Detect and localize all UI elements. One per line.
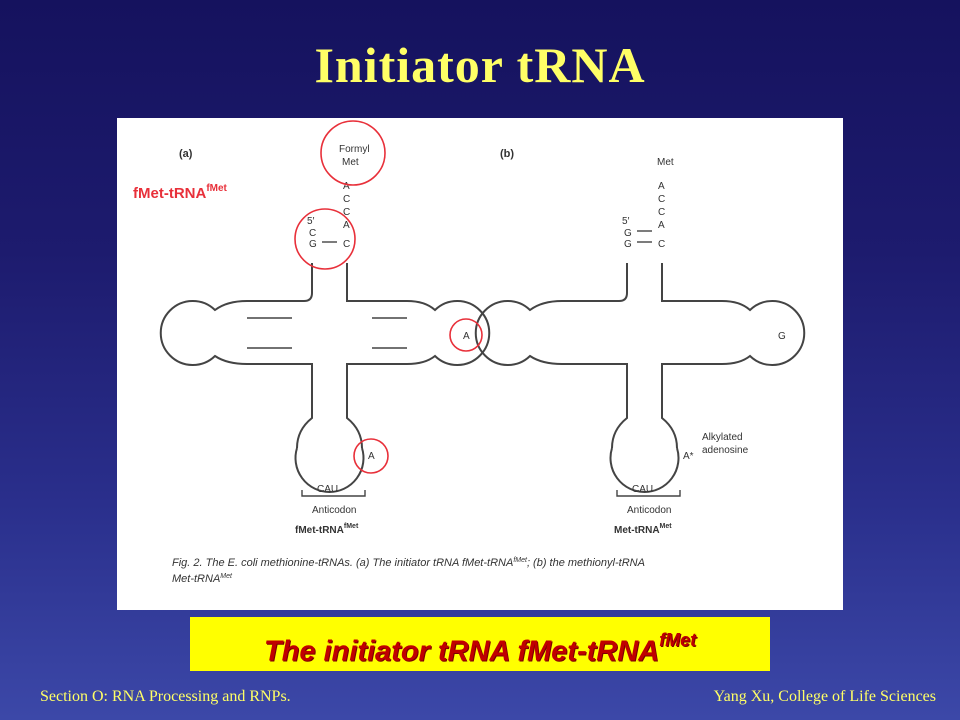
- highlight-circle-formyl-met: [320, 120, 386, 186]
- panel-b-anticodon: CAU: [632, 484, 653, 495]
- panel-a-3p-base-4: A: [343, 220, 350, 231]
- panel-b-label: (b): [500, 148, 514, 160]
- panel-b-acceptor-stem-left: [562, 263, 628, 302]
- panel-b-alkylated-2: adenosine: [702, 445, 749, 456]
- slide-title: Initiator tRNA: [314, 37, 646, 93]
- panel-a-anticodon-label: Anticodon: [312, 505, 356, 516]
- panel-a-inner-left: [247, 363, 313, 449]
- panel-a-anticodon: CAU: [317, 484, 338, 495]
- panel-a-5prime: 5′: [307, 216, 315, 227]
- highlight-circle-d-loop-a: [449, 318, 483, 352]
- banner-text: The initiator tRNA fMet-tRNA: [263, 635, 660, 668]
- footer-author: Yang Xu, College of Life Sciences: [713, 688, 936, 705]
- panel-a-formyl: Formyl: [339, 144, 370, 155]
- panel-b-5p-base-2: G: [624, 239, 632, 250]
- trna-diagram: (a) Formyl Met A C C A C 5′ C G A A CAU …: [133, 120, 806, 585]
- highlight-circle-cg-pair: [294, 208, 356, 270]
- panel-b-5prime: 5′: [622, 216, 630, 227]
- panel-b-left-arm: [474, 300, 563, 366]
- panel-b-met: Met: [657, 157, 674, 168]
- panel-a-d-stem-line: [247, 317, 292, 349]
- panel-b-inner-left: [562, 363, 628, 449]
- panel-a-d-loop-base: A: [463, 331, 470, 342]
- panel-a-acceptor-stem-right: [346, 263, 407, 302]
- panel-a-anticodon-loop: [294, 447, 365, 493]
- panel-a-inner-right: [346, 363, 407, 449]
- panel-b-3p-base-4: A: [658, 220, 665, 231]
- panel-b-5p-base-1: G: [624, 228, 632, 239]
- panel-a-3p-pair-base: C: [343, 239, 350, 250]
- slide-banner: The initiator tRNA fMet-tRNAfMet: [190, 617, 770, 671]
- panel-b-anticodon-bracket: [616, 490, 681, 497]
- panel-a-acceptor-stem-left: [247, 263, 313, 302]
- panel-b-3p-pair-base: C: [658, 239, 665, 250]
- panel-b-right-arm: [721, 300, 806, 366]
- panel-b-alkylated-1: Alkylated: [702, 432, 743, 443]
- panel-b-name: Met-tRNAMet: [614, 523, 672, 536]
- figure-caption-line1: Fig. 2. The E. coli methionine-tRNAs. (a…: [172, 557, 645, 569]
- highlight-circle-anticodon-a: [353, 438, 389, 474]
- trna-figure: (a) Formyl Met A C C A C 5′ C G A A CAU …: [117, 118, 843, 610]
- panel-b-3p-base-2: C: [658, 194, 665, 205]
- red-fmet-label: fMet-tRNAfMet: [133, 183, 228, 202]
- panel-b-acceptor-stem-right: [661, 263, 722, 302]
- panel-a-right-arm: [406, 300, 491, 366]
- panel-a-3p-base-3: C: [343, 207, 350, 218]
- panel-a-anticodon-stem-base: A: [368, 451, 375, 462]
- panel-a-t-stem-line: [372, 317, 407, 349]
- panel-b-3p-base-1: A: [658, 181, 665, 192]
- panel-a-3p-base-2: C: [343, 194, 350, 205]
- panel-a-anticodon-bracket: [301, 490, 366, 497]
- panel-b-anticodon-stem-base: A*: [683, 451, 694, 462]
- panel-a-5p-base-1: C: [309, 228, 316, 239]
- panel-a-met: Met: [342, 157, 359, 168]
- panel-b-anticodon-loop: [609, 447, 680, 493]
- panel-b-d-loop-base: G: [778, 331, 786, 342]
- panel-a-label: (a): [179, 148, 193, 160]
- figure-caption-line2: Met-tRNAMet: [172, 573, 233, 585]
- panel-a-name: fMet-tRNAfMet: [295, 523, 359, 536]
- panel-b-anticodon-label: Anticodon: [627, 505, 671, 516]
- panel-a-3p-base-1: A: [343, 181, 350, 192]
- panel-a-left-arm: [159, 300, 248, 366]
- panel-b-3p-base-3: C: [658, 207, 665, 218]
- banner-superscript: fMet: [659, 630, 697, 650]
- panel-b-inner-right: [661, 363, 722, 449]
- panel-a-5p-base-2: G: [309, 239, 317, 250]
- footer-section: Section O: RNA Processing and RNPs.: [40, 688, 291, 705]
